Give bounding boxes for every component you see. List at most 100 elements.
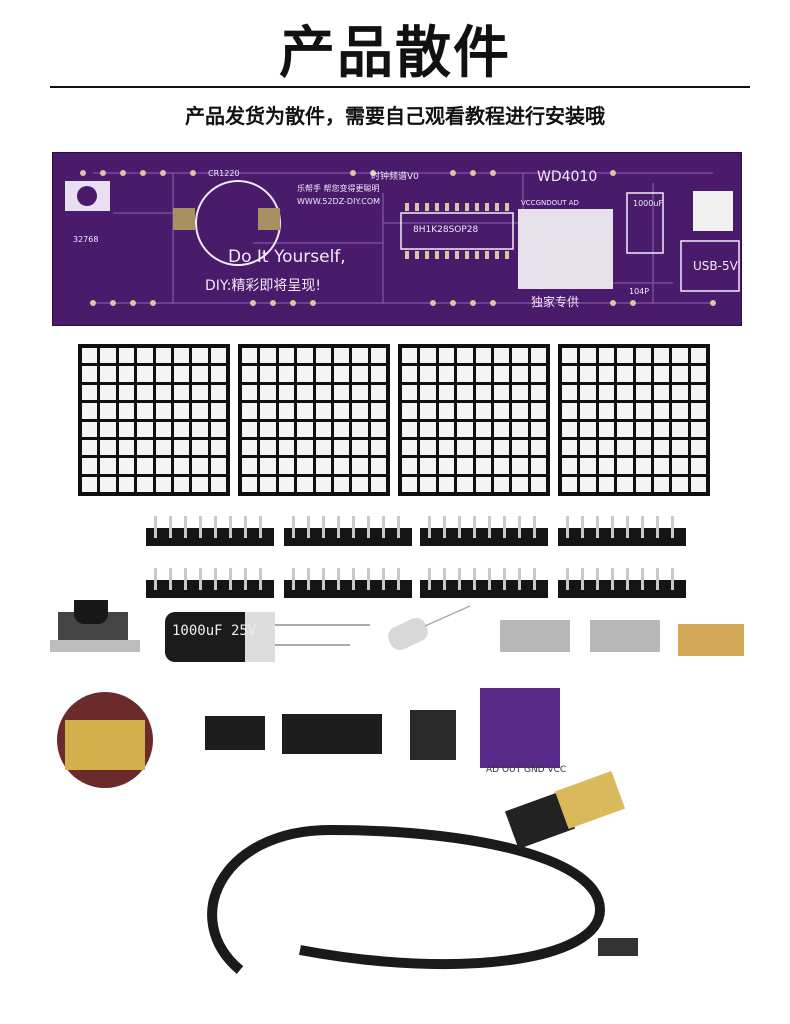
led-cell xyxy=(672,403,688,419)
led-cell xyxy=(493,439,510,456)
led-cell xyxy=(672,421,688,437)
led-cell xyxy=(672,366,688,382)
led-cell xyxy=(210,348,226,364)
led-cell xyxy=(137,348,153,364)
led-cell xyxy=(242,421,258,437)
led-cell xyxy=(82,366,98,382)
led-cell xyxy=(635,403,651,419)
header-pin xyxy=(292,568,295,590)
header-base xyxy=(284,580,412,598)
led-cell xyxy=(635,458,651,474)
led-cell xyxy=(457,476,473,492)
header-pin xyxy=(307,516,310,538)
header-pin xyxy=(566,516,569,538)
header-pin xyxy=(244,568,247,590)
header-pin xyxy=(169,516,172,538)
led-cell xyxy=(82,439,98,456)
led-cell xyxy=(653,421,670,437)
led-cell xyxy=(192,421,208,437)
led-cell xyxy=(420,384,436,401)
led-cell xyxy=(352,476,368,492)
led-cell xyxy=(297,403,313,419)
led-cell xyxy=(512,366,528,382)
led-cell xyxy=(402,458,418,474)
pcb-cap-label: 1000uF xyxy=(633,199,664,208)
led-matrix xyxy=(398,344,550,496)
led-cell xyxy=(635,366,651,382)
led-cell xyxy=(672,384,688,401)
pcb-website: WWW.52DZ-DIY.COM xyxy=(297,197,381,206)
led-cell xyxy=(562,403,578,419)
led-cell xyxy=(278,458,295,474)
led-cell xyxy=(82,458,98,474)
header-pin xyxy=(229,516,232,538)
led-cell xyxy=(242,458,258,474)
header-pin xyxy=(488,568,491,590)
led-cell xyxy=(475,348,491,364)
led-cell xyxy=(402,366,418,382)
header-pin xyxy=(596,568,599,590)
led-cell xyxy=(402,421,418,437)
led-cell xyxy=(438,403,455,419)
led-cell xyxy=(653,366,670,382)
led-cell xyxy=(315,476,331,492)
led-cell xyxy=(278,348,295,364)
led-cell xyxy=(278,403,295,419)
led-cell xyxy=(192,366,208,382)
led-cell xyxy=(402,348,418,364)
led-cell xyxy=(155,384,171,401)
led-cell xyxy=(155,439,171,456)
led-cell xyxy=(420,476,436,492)
led-cell xyxy=(260,421,276,437)
led-cell xyxy=(137,439,153,456)
led-cell xyxy=(493,476,510,492)
header-pin xyxy=(473,568,476,590)
header-pin xyxy=(596,516,599,538)
led-cell xyxy=(137,384,153,401)
led-cell xyxy=(457,439,473,456)
led-cell xyxy=(315,458,331,474)
battery-holder-icon xyxy=(57,692,153,788)
led-cell xyxy=(420,421,436,437)
led-cell xyxy=(580,384,596,401)
led-cell xyxy=(580,458,596,474)
led-cell xyxy=(242,366,258,382)
led-cell xyxy=(493,348,510,364)
led-cell xyxy=(100,366,116,382)
header-pin xyxy=(626,568,629,590)
led-cell xyxy=(512,384,528,401)
led-cell xyxy=(438,366,455,382)
led-cell xyxy=(512,458,528,474)
led-cell xyxy=(370,421,386,437)
led-cell xyxy=(137,458,153,474)
led-cell xyxy=(333,421,350,437)
led-cell xyxy=(438,421,455,437)
header-pin xyxy=(229,568,232,590)
title-divider xyxy=(50,86,750,88)
led-cell xyxy=(210,421,226,437)
led-cell xyxy=(690,403,706,419)
header-pin xyxy=(503,516,506,538)
led-cell xyxy=(617,439,633,456)
pcb-crystal-label: 32768 xyxy=(73,235,99,244)
led-cell xyxy=(438,458,455,474)
led-cell xyxy=(278,366,295,382)
led-cell xyxy=(690,421,706,437)
led-cell xyxy=(512,403,528,419)
header-base xyxy=(558,580,686,598)
led-cell xyxy=(242,476,258,492)
led-cell xyxy=(210,384,226,401)
led-cell xyxy=(530,458,546,474)
led-matrix xyxy=(238,344,390,496)
led-cell xyxy=(512,439,528,456)
led-cell xyxy=(617,476,633,492)
header-pin xyxy=(337,516,340,538)
led-cell xyxy=(672,348,688,364)
led-cell xyxy=(635,476,651,492)
header-base xyxy=(146,528,274,546)
led-cell xyxy=(137,476,153,492)
led-cell xyxy=(672,476,688,492)
header-pin xyxy=(428,516,431,538)
led-cell xyxy=(598,403,615,419)
pcb-exclusive: 独家专供 xyxy=(531,295,580,309)
